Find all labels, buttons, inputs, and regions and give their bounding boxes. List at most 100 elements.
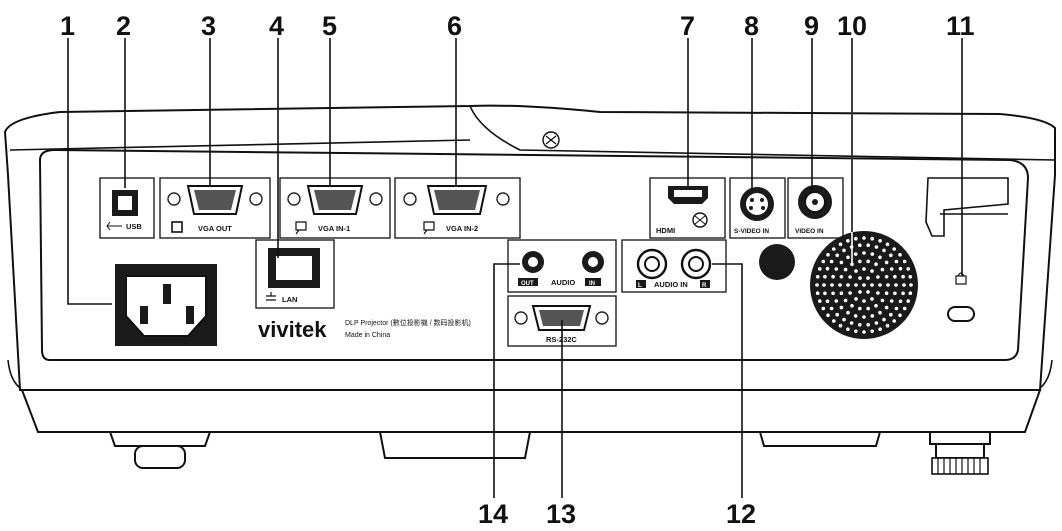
lan-port: LAN: [255, 239, 335, 309]
speaker-hole: [839, 305, 844, 310]
s-video-label: S-VIDEO IN: [734, 228, 769, 235]
speaker-hole: [825, 266, 830, 271]
audio-out-label: OUT: [521, 281, 534, 287]
speaker-hole: [849, 321, 854, 325]
vga-in-2-label: VGA IN-2: [446, 224, 478, 233]
speaker-hole: [886, 283, 890, 287]
speaker-hole: [823, 291, 827, 296]
speaker-hole: [854, 236, 858, 241]
speaker-hole: [870, 297, 874, 301]
speaker-hole: [878, 283, 882, 287]
speaker-hole: [858, 243, 862, 247]
vga-in-1-port: VGA IN-1: [279, 177, 391, 239]
speaker-hole: [866, 276, 870, 280]
speaker-hole: [815, 291, 820, 296]
speaker-hole: [884, 260, 889, 265]
callouts: 1 2 3 4 5 6 7 8 9 10 11 12 13 14: [60, 11, 975, 529]
speaker-hole: [842, 248, 846, 253]
callout-2: 2: [116, 11, 131, 41]
speaker-hole: [821, 306, 826, 311]
callout-14: 14: [478, 499, 508, 529]
speaker-hole: [892, 247, 896, 251]
adjustable-foot-icon: [931, 457, 989, 475]
speaker-hole: [846, 239, 850, 243]
speaker-hole: [880, 298, 885, 303]
lan-label: LAN: [282, 295, 297, 304]
audio-port-block: OUT AUDIO IN: [507, 239, 617, 293]
speaker-hole: [821, 259, 826, 264]
callout-13: 13: [546, 499, 576, 529]
speaker-hole: [854, 283, 858, 287]
speaker-hole: [839, 275, 844, 279]
speaker-hole: [858, 259, 862, 264]
callout-4: 4: [269, 11, 284, 41]
speaker-hole: [885, 323, 890, 328]
speaker-hole: [906, 267, 910, 271]
vga-in-1-label: VGA IN-1: [318, 224, 350, 233]
speaker-hole: [858, 306, 862, 311]
speaker-hole: [866, 259, 870, 264]
callout-10: 10: [837, 11, 867, 41]
speaker-hole: [885, 242, 890, 247]
speaker-hole: [878, 239, 882, 243]
speaker-hole: [822, 283, 826, 287]
speaker-hole: [870, 252, 875, 256]
speaker-hole: [846, 283, 850, 287]
speaker-hole: [898, 266, 903, 271]
speaker-hole: [862, 330, 866, 334]
speaker-hole: [870, 236, 874, 241]
speaker-hole: [878, 310, 882, 315]
callout-9: 9: [804, 11, 819, 41]
callout-11: 11: [946, 11, 975, 41]
speaker-hole: [825, 299, 830, 304]
speaker-hole: [843, 267, 848, 272]
speaker-hole: [880, 267, 885, 272]
callout-1: 1: [60, 11, 75, 41]
speaker-hole: [838, 283, 842, 287]
speaker-hole: [876, 291, 880, 295]
speaker-hole: [874, 262, 878, 267]
vga-out-label: VGA OUT: [198, 224, 232, 233]
speaker-hole: [848, 291, 852, 295]
video-in-label: VIDEO IN: [795, 228, 824, 235]
product-branding: vivitek DLP Projector (數位投影機 / 数码投影机) Ma…: [258, 317, 471, 342]
speaker-hole: [846, 310, 850, 315]
speaker-hole: [909, 283, 913, 287]
speaker-hole: [846, 255, 850, 260]
speaker-hole: [908, 291, 913, 296]
brand-logo: vivitek: [258, 317, 327, 342]
speaker-hole: [876, 275, 880, 279]
speaker-hole: [815, 275, 820, 279]
speaker-hole: [884, 291, 889, 296]
speaker-hole: [862, 267, 866, 271]
vga-in-2-port: VGA IN-2: [394, 177, 521, 239]
audio-in-lr-block: L AUDIO IN R: [621, 239, 727, 293]
speaker-hole: [870, 269, 874, 273]
usb-label: USB: [126, 222, 142, 231]
speaker-hole: [848, 275, 852, 279]
speaker-hole: [842, 317, 846, 322]
speaker-hole: [834, 267, 839, 271]
speaker-hole: [858, 290, 862, 294]
speaker-hole: [902, 306, 907, 311]
speaker-hole: [893, 291, 897, 296]
speaker-hole: [831, 291, 835, 296]
speaker-hole: [870, 329, 874, 334]
vga-out-port: VGA OUT: [159, 177, 271, 239]
speaker-hole: [884, 275, 889, 279]
speaker-hole: [862, 315, 866, 319]
security-lock-slot: [925, 177, 1009, 322]
speaker-hole: [846, 327, 850, 332]
speaker-hole: [830, 283, 834, 287]
speaker-hole: [818, 299, 822, 303]
audio-label: AUDIO: [551, 278, 575, 287]
callout-3: 3: [201, 11, 216, 41]
speaker-hole: [839, 260, 844, 265]
speaker-hole: [835, 312, 839, 317]
usb-port: USB: [99, 177, 155, 239]
speaker-hole: [901, 274, 905, 279]
speaker-hole: [818, 267, 822, 271]
speaker-hole: [882, 248, 886, 253]
speaker-hole: [829, 306, 834, 311]
